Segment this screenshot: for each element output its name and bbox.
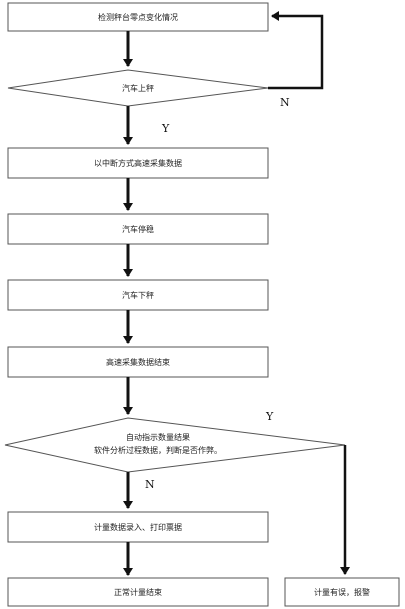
decision2-label-line2: 软件分析过程数据，判断是否作弊。 xyxy=(94,445,222,455)
step2-label: 以中断方式高速采集数据 xyxy=(94,158,182,168)
step1-box xyxy=(7,2,269,32)
step1-label: 检测秤台零点变化情况 xyxy=(98,12,178,22)
decision2-diamond xyxy=(4,417,346,473)
decision2-no-label: N xyxy=(145,478,155,491)
end-normal-label: 正常计量结束 xyxy=(114,587,162,597)
decision2-yes-label: Y xyxy=(265,410,274,423)
step6-label: 计量数据录入、打印票据 xyxy=(94,522,182,532)
step5-label: 高速采集数据结束 xyxy=(106,357,170,367)
decision1-label: 汽车上秤 xyxy=(122,83,154,93)
step3-label: 汽车停稳 xyxy=(122,224,154,234)
decision1-yes-label: Y xyxy=(161,122,170,135)
step4-box xyxy=(7,279,269,311)
decision2-label-line1: 自动指示数量结果 xyxy=(126,432,190,442)
decision1-no-label: N xyxy=(280,96,290,109)
end-cheat-box xyxy=(284,577,400,607)
step3-box xyxy=(7,213,269,245)
end-normal-box xyxy=(7,577,269,607)
step5-box xyxy=(7,346,269,378)
step4-label: 汽车下秤 xyxy=(122,290,154,300)
arrow-decision1-no-loop xyxy=(268,11,324,90)
step2-box xyxy=(7,147,269,179)
step6-box xyxy=(7,511,269,543)
end-cheat-label: 计量有误，报警 xyxy=(314,587,370,597)
